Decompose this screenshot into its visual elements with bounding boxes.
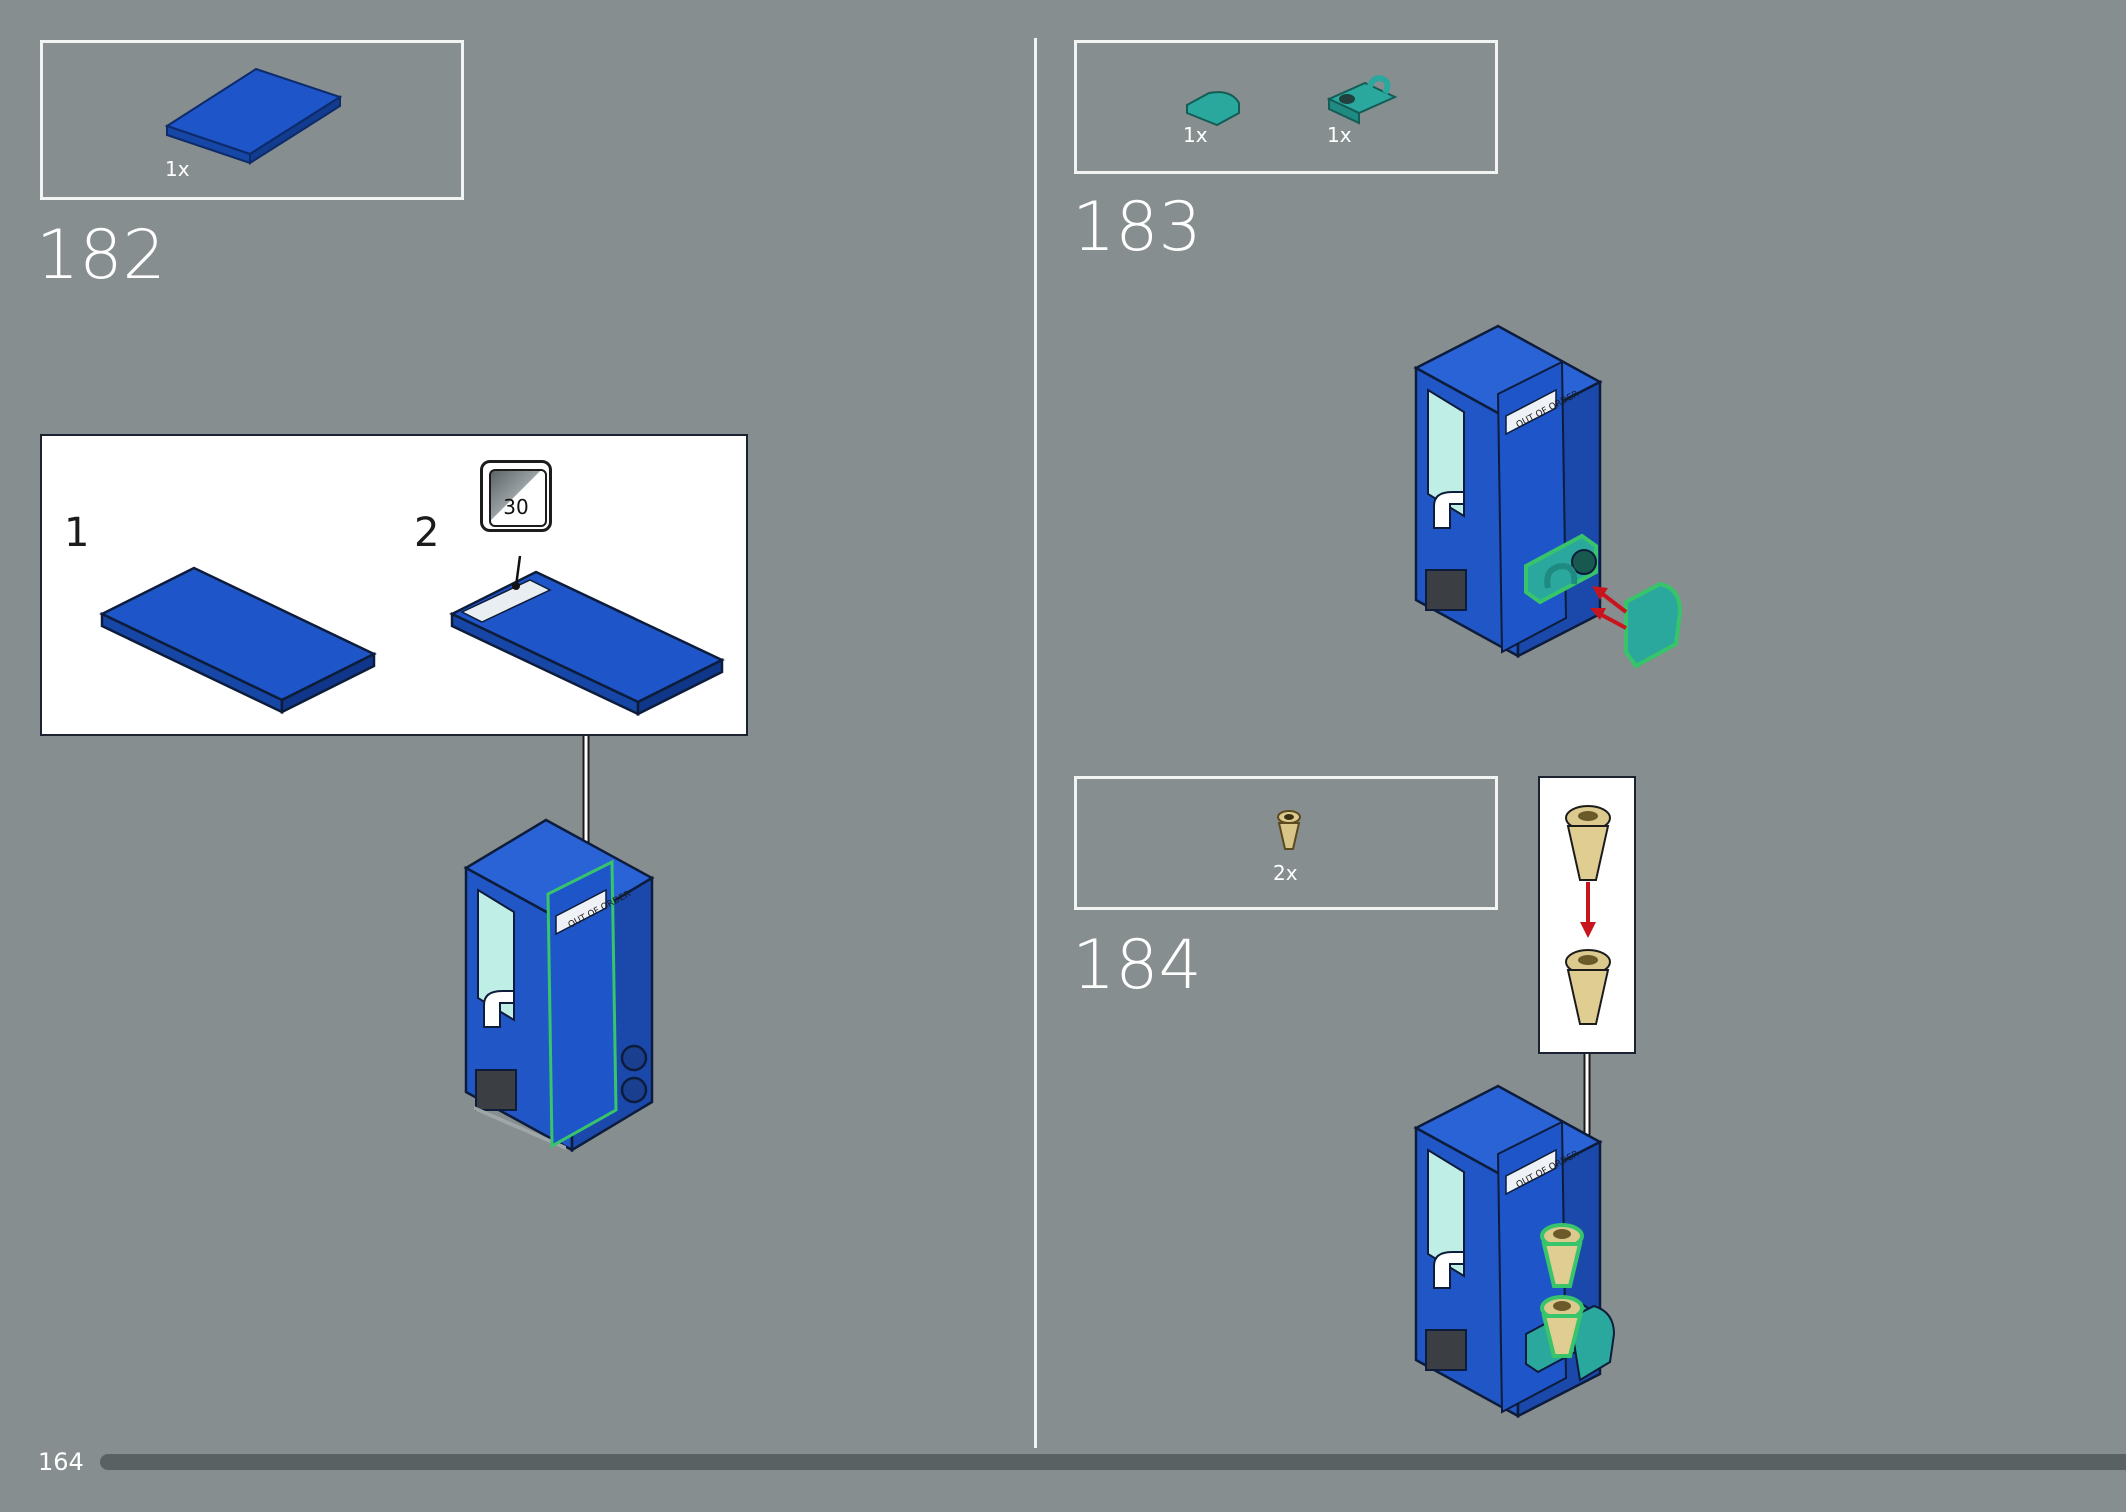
progress-bar [100, 1454, 2126, 1470]
substep-number-1: 1 [64, 510, 90, 556]
parts-box-184: 2x [1074, 776, 1498, 910]
substep-number-2: 2 [414, 510, 440, 556]
subassembly-box: 1 2 30 [40, 434, 748, 736]
part-quantity: 1x [1327, 123, 1352, 147]
parts-box-183: 1x 1x [1074, 40, 1498, 174]
page-divider [1034, 38, 1037, 1448]
step-number-182: 182 [36, 216, 166, 295]
blue-tile-icon [164, 67, 343, 165]
part-quantity: 2x [1273, 861, 1298, 885]
tan-cone-icon [1277, 810, 1301, 850]
step-number-183: 183 [1072, 188, 1202, 267]
blue-tile-substep-2 [449, 555, 725, 717]
sticker-callout: 30 [480, 460, 552, 532]
page-number: 164 [38, 1448, 84, 1476]
teal-curved-slope-icon [1186, 91, 1240, 127]
part-quantity: 1x [1183, 123, 1208, 147]
vending-machine-model-182: OUT OF ORDER [463, 818, 655, 1153]
step-number-184: 184 [1072, 926, 1202, 1005]
cone-stack-diagram [1565, 805, 1611, 1025]
blue-tile-substep-1 [99, 566, 377, 715]
teal-clip-plate-icon [1326, 75, 1398, 125]
vending-machine-model-183: OUT OF ORDER [1413, 324, 1683, 669]
parts-box-182: 1x [40, 40, 464, 200]
part-quantity: 1x [165, 157, 190, 181]
cone-stack-callout [1538, 776, 1636, 1054]
sticker-number: 30 [503, 495, 529, 519]
vending-machine-model-184: OUT OF ORDER [1413, 1084, 1616, 1419]
